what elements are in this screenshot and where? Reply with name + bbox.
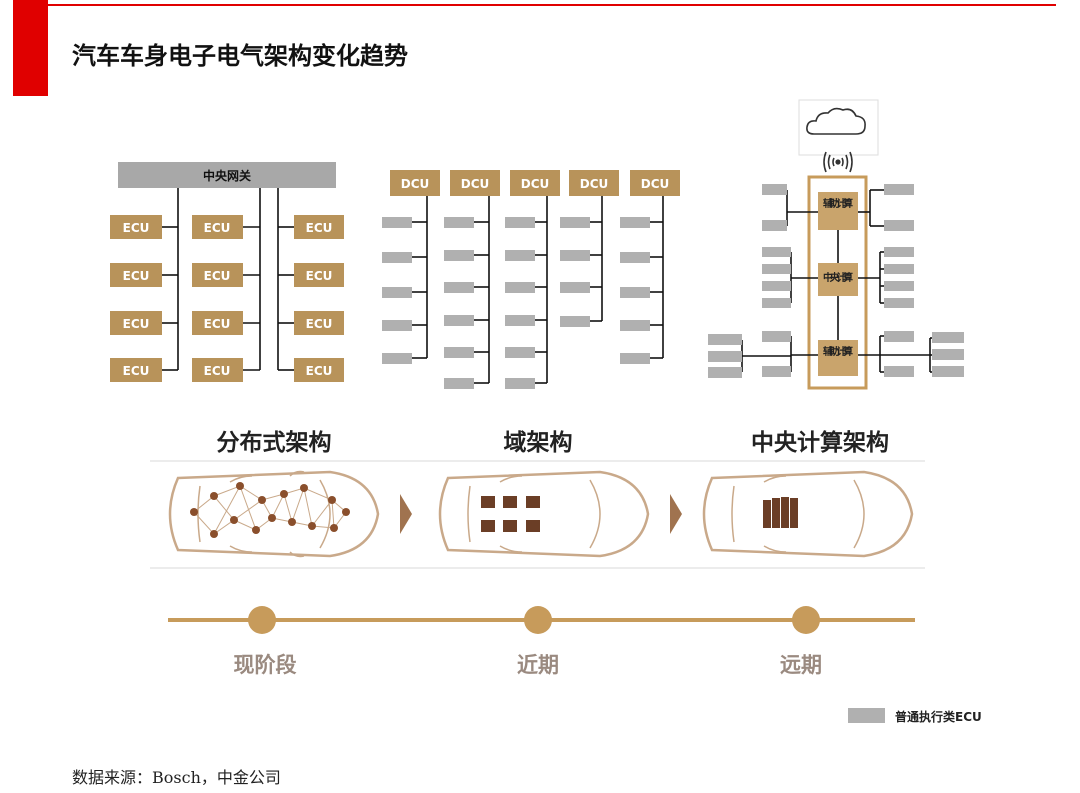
ecu-label: ECU: [306, 221, 333, 235]
car-central-illustration: [702, 470, 914, 558]
central-gateway-label: 中央网关: [203, 168, 251, 183]
central-gateway-box: [118, 162, 336, 188]
legend-label: 普通执行类ECU: [895, 709, 982, 724]
dcu-label: DCU: [521, 177, 550, 191]
ecu-label: ECU: [204, 364, 231, 378]
stage-arrow-2: [670, 494, 682, 534]
car-domain-illustration: [438, 470, 650, 558]
dcu-label: DCU: [401, 177, 430, 191]
ecu-label: ECU: [123, 221, 150, 235]
central-compute-architecture-schematic: 辅助计算 中央计算 辅助计算: [708, 99, 964, 390]
ecu-label: ECU: [306, 364, 333, 378]
domain-architecture-schematic: DCU DCU DCU DCU DCU: [382, 170, 680, 389]
page-title: 汽车车身电子电气架构变化趋势: [72, 42, 408, 70]
dcu-label: DCU: [461, 177, 490, 191]
accent-bar: [13, 0, 48, 96]
timeline-node-near: [524, 606, 552, 634]
header-rule: [48, 4, 1056, 6]
ecu-label: ECU: [204, 269, 231, 283]
ecu-label: ECU: [123, 317, 150, 331]
ecu-label: ECU: [123, 269, 150, 283]
timeline-node-current: [248, 606, 276, 634]
timeline-label-current: 现阶段: [234, 653, 297, 677]
arch-heading-central: 中央计算架构: [751, 429, 889, 456]
central-compute-label: 中央计算: [823, 271, 853, 284]
timeline-label-near: 近期: [517, 653, 559, 677]
aux-compute-label-bottom: 辅助计算: [823, 345, 853, 358]
ecu-label: ECU: [306, 317, 333, 331]
ecu-label: ECU: [204, 317, 231, 331]
source-note: 数据来源：Bosch，中金公司: [72, 768, 281, 787]
ecu-network-nodes: [193, 485, 347, 535]
arch-heading-domain: 域架构: [504, 429, 573, 456]
distributed-architecture-schematic: 中央网关 ECU ECU ECU ECU: [110, 162, 344, 382]
ecu-label: ECU: [204, 221, 231, 235]
ecu-label: ECU: [306, 269, 333, 283]
timeline-label-far: 远期: [780, 653, 822, 677]
cloud-icon: [806, 107, 866, 135]
central-computer-block: [763, 497, 798, 528]
car-distributed-illustration: [168, 470, 380, 558]
legend-swatch: [848, 708, 885, 723]
stage-arrow-1: [400, 494, 412, 534]
arch-heading-distributed: 分布式架构: [217, 429, 332, 456]
timeline-node-far: [792, 606, 820, 634]
dcu-label: DCU: [580, 177, 609, 191]
domain-controller-blocks: [481, 496, 540, 532]
wireless-signal-icon: [823, 151, 853, 173]
aux-compute-label-top: 辅助计算: [823, 197, 853, 210]
ecu-label: ECU: [123, 364, 150, 378]
dcu-label: DCU: [641, 177, 670, 191]
